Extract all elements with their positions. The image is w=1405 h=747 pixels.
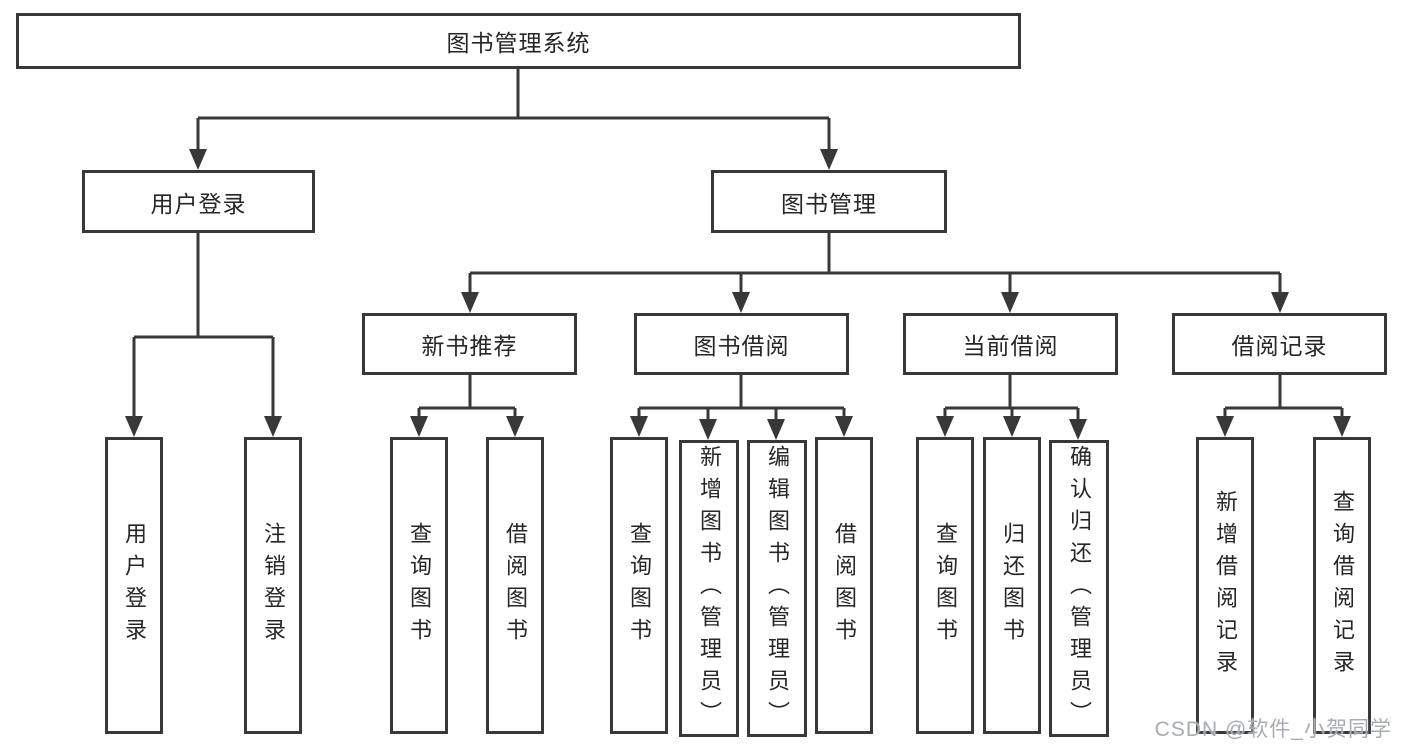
node-label: 借阅记录 [1231,333,1328,359]
leaf-confirm-return-admin: 确认归还（管理员） [1049,440,1109,737]
leaf-borrow-books-recommend: 借阅图书 [486,437,544,734]
leaf-query-books-recommend: 查询图书 [390,437,448,734]
node-label: 图书管理系统 [446,30,591,56]
node-label: 用户登录 [122,521,147,650]
leaf-user-login: 用户登录 [105,437,163,734]
node-label: 查询图书 [407,521,432,650]
node-label: 注销登录 [261,521,286,650]
node-label: 查询借阅记录 [1330,489,1355,682]
node-new-book-recommendation: 新书推荐 [362,313,577,375]
node-label: 当前借阅 [962,333,1059,359]
leaf-add-borrow-record: 新增借阅记录 [1196,437,1254,734]
node-label: 查询图书 [933,521,958,650]
arrowheads [125,149,1351,440]
node-label: 归还图书 [1000,521,1025,650]
node-label: 确认归还（管理员） [1067,444,1092,733]
node-label: 借阅图书 [503,521,528,650]
node-library-management-system: 图书管理系统 [16,13,1021,69]
connector-path [132,69,1344,422]
leaf-add-book-admin: 新增图书（管理员） [679,440,739,737]
leaf-logout: 注销登录 [244,437,302,734]
node-user-login: 用户登录 [82,170,315,233]
node-label: 图书管理 [781,190,877,217]
leaf-query-books-current: 查询图书 [916,437,974,734]
node-book-borrowing: 图书借阅 [634,313,849,375]
leaf-borrow-books-borrowing: 借阅图书 [815,437,873,734]
leaf-edit-book-admin: 编辑图书（管理员） [747,440,807,737]
node-label: 新书推荐 [421,333,518,359]
leaf-query-books-borrowing: 查询图书 [610,437,668,734]
leaf-query-borrow-record: 查询借阅记录 [1313,437,1371,734]
node-label: 新增图书（管理员） [697,444,722,733]
node-label: 用户登录 [150,190,247,217]
node-label: 借阅图书 [832,521,857,650]
leaf-return-books: 归还图书 [983,437,1041,734]
node-label: 编辑图书（管理员） [765,444,790,733]
node-current-borrowing: 当前借阅 [903,313,1118,375]
node-label: 查询图书 [627,521,652,650]
node-book-management: 图书管理 [711,170,947,233]
node-borrowing-records: 借阅记录 [1172,313,1387,375]
node-label: 新增借阅记录 [1213,489,1238,682]
node-label: 图书借阅 [693,333,790,359]
